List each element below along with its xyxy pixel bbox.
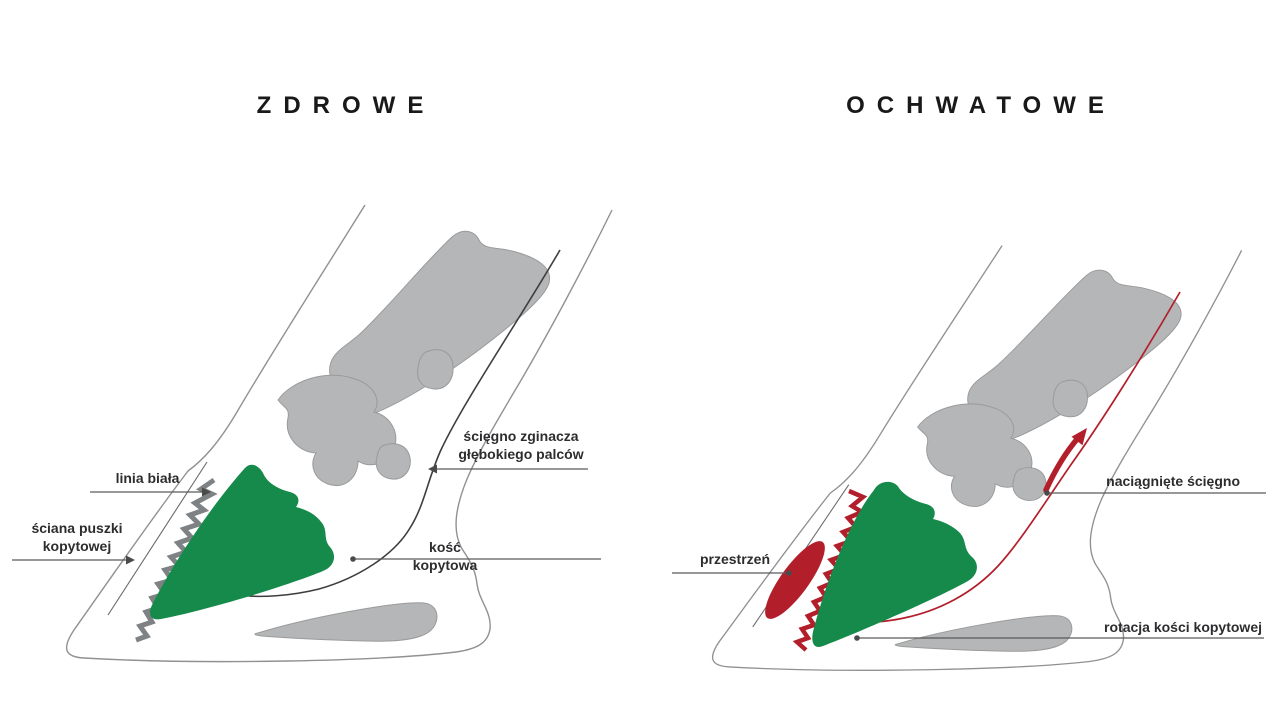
arrowhead-icon [428, 464, 437, 474]
arrowhead-icon [126, 555, 135, 565]
dot-marker-icon [786, 570, 792, 576]
dot-marker-icon [854, 635, 860, 641]
tendon-pull-arrowhead-icon [1071, 428, 1087, 446]
label-space: przestrzeń [699, 551, 770, 567]
healthy-lamina-zigzag [135, 477, 218, 643]
label-white-line: linia biała [115, 470, 180, 486]
laminitis-space-ellipse [765, 541, 825, 619]
stretched-tendon-line [872, 291, 1181, 623]
title-laminitic: OCHWATOWE [846, 92, 1116, 119]
tendon-pull-arrow-shaft [1043, 435, 1081, 493]
label-stretched-tendon: naciągnięte ścięgno [1106, 473, 1240, 489]
deep-flexor-tendon-line [240, 249, 561, 598]
label-coffin-bone: kość kopytowa [412, 539, 478, 573]
coffin-bone-rotated [812, 481, 977, 647]
arrowhead-icon [202, 487, 211, 497]
laminitic-hoof-diagram [672, 244, 1266, 671]
label-coffin-bone-rotation: rotacja kości kopytowej [1104, 619, 1262, 635]
healthy-hoof-diagram [12, 204, 613, 663]
label-hoof-capsule-wall: ściana puszki kopytowej [31, 520, 123, 554]
label-deep-flexor-tendon: ścięgno zginacza głębokiego palców [458, 428, 584, 462]
coffin-bone-healthy [149, 464, 335, 620]
dot-marker-icon [1044, 490, 1050, 496]
title-healthy: ZDROWE [256, 92, 436, 119]
laminitic-hoof-base [711, 244, 1243, 671]
dot-marker-icon [350, 556, 356, 562]
